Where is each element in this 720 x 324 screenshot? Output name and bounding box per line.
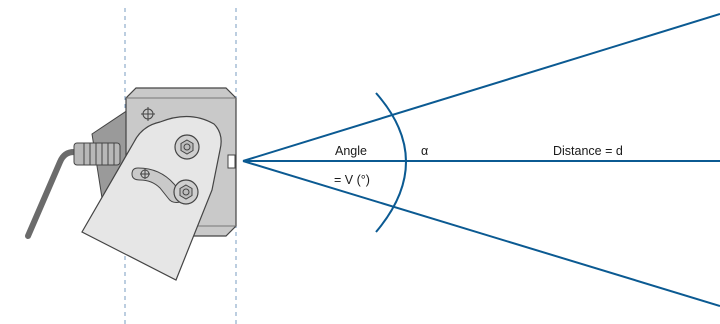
beam-upper-line <box>242 13 720 162</box>
angle-value-label: = V (°) <box>334 173 370 187</box>
screw-top-icon <box>174 134 200 160</box>
sensor-lens <box>227 154 236 169</box>
alpha-label: α <box>421 144 428 158</box>
distance-label: Distance = d <box>553 144 623 158</box>
connector <box>73 142 121 166</box>
beam-lower-line <box>242 160 720 307</box>
screw-bottom-icon <box>173 179 199 205</box>
angle-label: Angle <box>335 144 367 158</box>
crosshair-icon <box>141 107 155 121</box>
angle-arc <box>375 92 407 233</box>
